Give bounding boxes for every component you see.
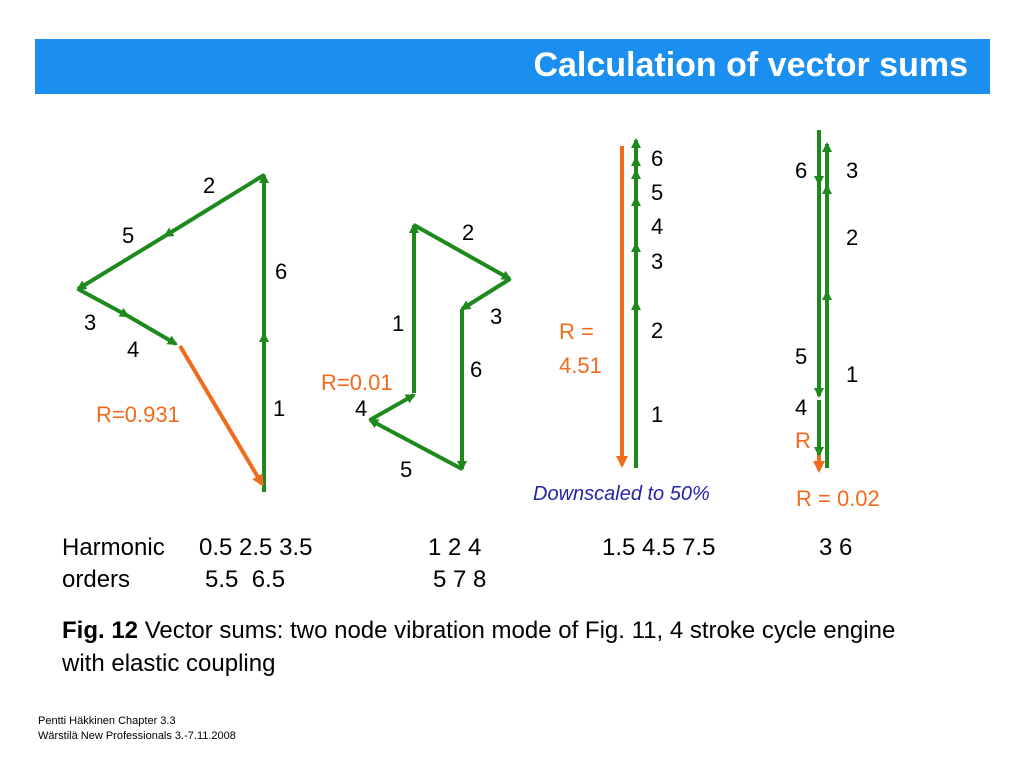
- harmonic-group-1-line2: 5.5 6.5: [205, 566, 286, 593]
- d2-label-3: 3: [490, 304, 503, 329]
- d4-result-short: R: [795, 428, 811, 453]
- d1-vector-3: [77, 287, 130, 318]
- d4-result-label: R = 0.02: [796, 486, 880, 511]
- d2-vector-4: [369, 393, 416, 422]
- d2-result-label: R=0.01: [321, 370, 393, 395]
- d3-label-3: 3: [651, 249, 664, 274]
- harmonic-group-4-line1: 3 6: [819, 534, 853, 561]
- footer: Pentti Häkkinen Chapter 3.3 Wärstilä New…: [38, 714, 236, 744]
- footer-line2: Wärstilä New Professionals 3.-7.11.2008: [38, 730, 236, 742]
- d1-label-6: 6: [275, 259, 288, 284]
- footer-line1: Pentti Häkkinen Chapter 3.3: [38, 715, 176, 727]
- harmonic-label-line2: orders: [62, 566, 131, 593]
- d4-label-4: 4: [795, 395, 808, 420]
- d3-label-6: 6: [651, 146, 664, 171]
- d3-downscale-note: Downscaled to 50%: [533, 483, 710, 505]
- d1-vector-4: [126, 314, 178, 346]
- d3-label-1: 1: [651, 402, 664, 427]
- harmonic-group-1-line1: 0.5 2.5 3.5: [199, 534, 313, 561]
- diagram-2-vectors: [368, 223, 512, 471]
- d3-label-2: 2: [651, 318, 664, 343]
- d2-vector-3: [460, 277, 512, 311]
- harmonic-group-2-line2: 5 7 8: [433, 566, 487, 593]
- d1-result-label: R=0.931: [96, 402, 180, 427]
- d4-label-6: 6: [795, 158, 808, 183]
- d1-label-2: 2: [203, 173, 216, 198]
- d2-label-2: 2: [462, 220, 475, 245]
- figure-number: Fig. 12: [62, 617, 139, 644]
- d2-vector-2: [413, 223, 512, 281]
- harmonic-group-3-line1: 1.5 4.5 7.5: [602, 534, 716, 561]
- harmonic-label-line1: Harmonic: [62, 534, 165, 561]
- title-bar: Calculation of vector sums: [35, 39, 990, 94]
- d1-vector-5: [76, 234, 167, 291]
- d2-label-6: 6: [470, 357, 483, 382]
- slide-title: Calculation of vector sums: [533, 46, 968, 84]
- d2-label-5: 5: [400, 457, 413, 482]
- d1-label-5: 5: [122, 223, 135, 248]
- d1-result-arrow: [178, 344, 264, 487]
- d1-vector-2: [163, 173, 266, 238]
- d4-label-5: 5: [795, 344, 808, 369]
- d2-label-4: 4: [355, 396, 368, 421]
- d2-label-1: 1: [392, 311, 405, 336]
- d4-label-2: 2: [846, 225, 859, 250]
- diagram-4-vectors: [814, 130, 832, 468]
- d4-label-1: 1: [846, 362, 859, 387]
- d3-label-4: 4: [651, 214, 664, 239]
- diagram-1-vectors: [76, 173, 269, 492]
- d3-result-label-line2: 4.51: [559, 353, 602, 378]
- d2-vector-5: [368, 418, 463, 471]
- d1-label-1: 1: [273, 396, 286, 421]
- d3-label-5: 5: [651, 180, 664, 205]
- d4-label-3: 3: [846, 158, 859, 183]
- d1-label-3: 3: [84, 310, 97, 335]
- figure-caption-text: Vector sums: two node vibration mode of …: [62, 617, 896, 677]
- harmonic-group-2-line1: 1 2 4: [428, 534, 482, 561]
- figure-caption: Fig. 12 Vector sums: two node vibration …: [62, 614, 942, 680]
- d3-result-label-line1: R =: [559, 319, 594, 344]
- d1-label-4: 4: [127, 337, 140, 362]
